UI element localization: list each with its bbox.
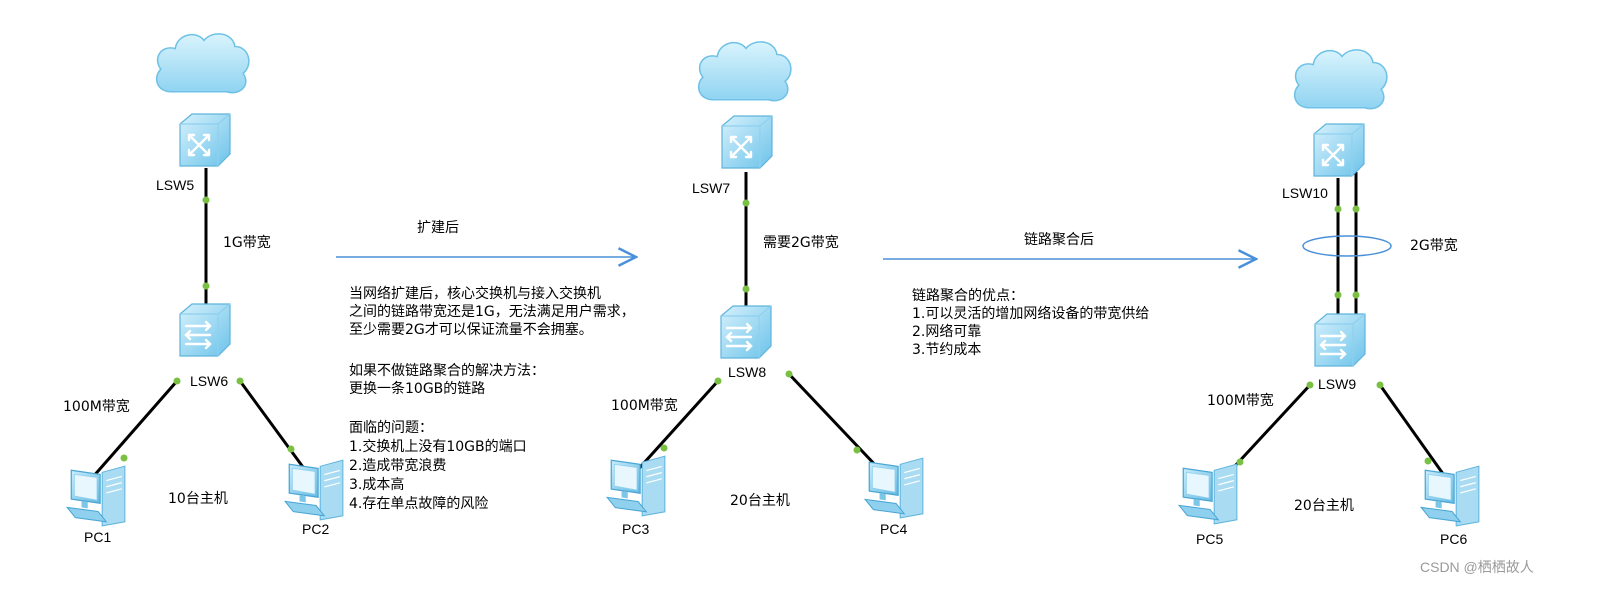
pc-label: PC6 <box>1440 531 1467 547</box>
access-switch-label: LSW9 <box>1318 376 1356 392</box>
note-line: 更换一条10GB的链路 <box>349 380 485 397</box>
note-line: 1.交换机上没有10GB的端口 <box>349 438 527 455</box>
topology-1: LSW5 LSW6 PC1 PC2 1G带宽 100M带宽 10台主机 <box>63 33 344 545</box>
downlink-line-right <box>787 372 882 472</box>
downlink-line-left <box>90 380 179 479</box>
note-line: 4.存在单点故障的风险 <box>349 496 488 512</box>
host-count-label: 20台主机 <box>1294 498 1354 514</box>
downlink-line-left <box>632 379 720 476</box>
arrow-label: 链路聚合后 <box>1024 232 1094 248</box>
port-dots <box>120 196 295 462</box>
pc-icon <box>284 459 344 521</box>
host-count-label: 20台主机 <box>730 493 790 509</box>
note-line: 2.造成带宽浪费 <box>349 457 446 474</box>
access-switch-icon <box>178 302 232 358</box>
access-switch-icon <box>1313 312 1367 368</box>
core-switch-icon <box>1312 122 1366 178</box>
pc-label: PC5 <box>1196 531 1223 547</box>
core-switch-label: LSW5 <box>156 177 194 193</box>
internet-cloud-icon <box>1293 49 1388 110</box>
aggregated-bandwidth-label: 2G带宽 <box>1410 237 1458 254</box>
pc-icon <box>606 455 666 517</box>
core-switch-icon <box>720 114 774 170</box>
note-line: 面临的问题： <box>349 420 433 436</box>
pc-icon <box>864 457 924 519</box>
note-line: 3.节约成本 <box>912 342 981 358</box>
advantage-note: 链路聚合的优点： 1.可以灵活的增加网络设备的带宽供给 2.网络可靠 3.节约成… <box>912 288 1149 358</box>
pc-label: PC3 <box>622 521 649 537</box>
downlink-bandwidth-label: 100M带宽 <box>611 397 678 414</box>
note-line: 链路聚合的优点： <box>912 288 1024 304</box>
note-line: 1.可以灵活的增加网络设备的带宽供给 <box>912 305 1149 322</box>
note-line: 当网络扩建后，核心交换机与接入交换机 <box>349 285 601 302</box>
topology-2: LSW7 LSW8 PC3 PC4 需要2G带宽 100M带宽 20台主机 <box>606 41 924 537</box>
core-switch-label: LSW7 <box>692 180 730 196</box>
pc-label: PC2 <box>302 521 329 537</box>
arrow-label: 扩建后 <box>417 220 459 236</box>
note-line: 3.成本高 <box>349 476 404 493</box>
pc-icon <box>1178 463 1238 525</box>
transition-arrow-expansion: 扩建后 <box>336 220 636 257</box>
problem-note: 当网络扩建后，核心交换机与接入交换机 之间的链路带宽还是1G，无法满足用户需求，… <box>349 285 635 512</box>
port-dots <box>1236 205 1432 466</box>
uplink-bandwidth-label: 需要2G带宽 <box>763 234 839 251</box>
port-dots <box>660 199 861 454</box>
link-aggregation-ellipse <box>1302 235 1392 257</box>
internet-cloud-icon <box>697 41 792 102</box>
core-switch-label: LSW10 <box>1282 185 1328 201</box>
pc-icon <box>1420 465 1480 527</box>
note-line: 之间的链路带宽还是1G，无法满足用户需求， <box>349 303 635 320</box>
pc-label: PC1 <box>84 529 111 545</box>
note-line: 至少需要2G才可以保证流量不会拥塞。 <box>349 321 593 338</box>
downlink-bandwidth-label: 100M带宽 <box>1207 392 1274 409</box>
pc-icon <box>66 465 126 527</box>
downlink-line-right <box>1378 384 1448 479</box>
access-switch-label: LSW8 <box>728 364 766 380</box>
internet-cloud-icon <box>155 33 250 94</box>
uplink-bandwidth-label: 1G带宽 <box>223 234 271 251</box>
core-switch-icon <box>178 112 232 168</box>
host-count-label: 10台主机 <box>168 491 228 507</box>
note-line: 如果不做链路聚合的解决方法： <box>349 363 545 379</box>
pc-label: PC4 <box>880 521 907 537</box>
downlink-line-right <box>238 380 313 479</box>
topology-3: LSW10 LSW9 PC5 PC6 2G带宽 100M带宽 20台主机 <box>1178 49 1480 547</box>
downlink-bandwidth-label: 100M带宽 <box>63 398 130 415</box>
access-switch-icon <box>719 304 773 360</box>
transition-arrow-aggregation: 链路聚合后 <box>883 232 1256 259</box>
watermark: CSDN @栖栖故人 <box>1420 559 1534 575</box>
note-line: 2.网络可靠 <box>912 324 981 340</box>
access-switch-label: LSW6 <box>190 373 228 389</box>
